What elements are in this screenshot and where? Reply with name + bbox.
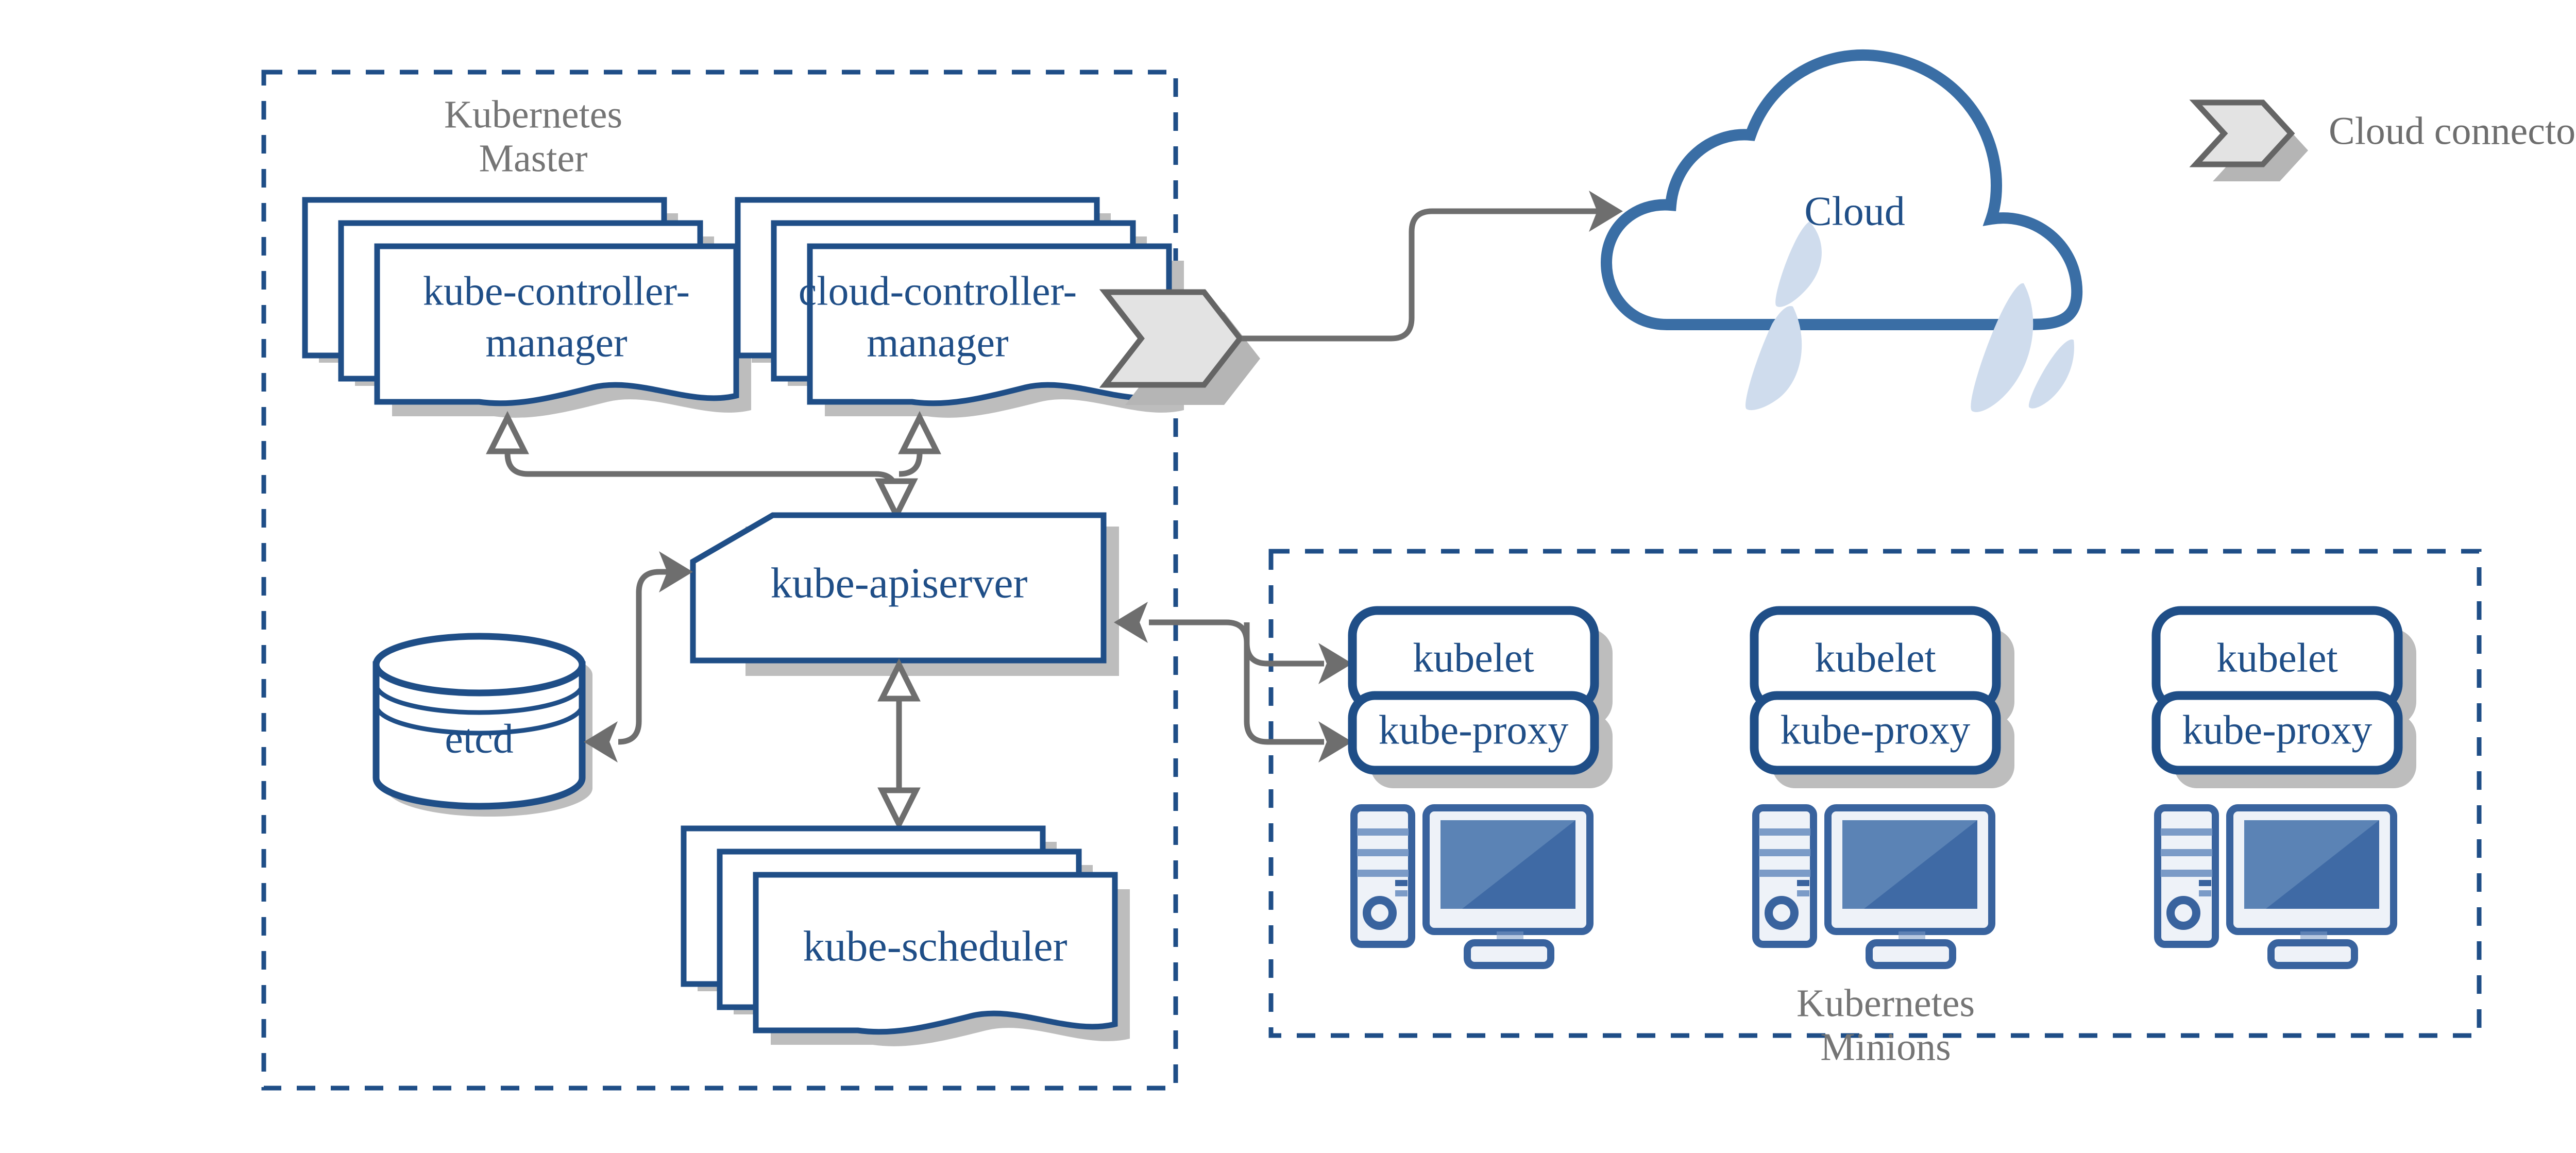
svg-text:Master: Master	[479, 137, 587, 180]
connector-ccm-to-cloud	[1242, 191, 1623, 342]
node-kube-proxy-3[interactable]: kube-proxy	[2151, 691, 2416, 788]
node-kube-controller-manager[interactable]: kube-controller- manager	[302, 197, 751, 418]
minion-node-1: kubelet kube-proxy	[1348, 606, 1613, 969]
svg-text:kubelet: kubelet	[1413, 635, 1534, 681]
desktop-computer-icon-3	[2154, 804, 2397, 969]
connector-etcd-apiserver	[584, 551, 693, 762]
node-kube-scheduler[interactable]: kube-scheduler	[681, 825, 1130, 1046]
minion-node-3: kubelet kube-proxy	[2151, 606, 2416, 969]
legend-cloud-connector-icon	[2189, 99, 2308, 181]
node-kube-apiserver[interactable]: kube-apiserver	[690, 512, 1119, 676]
desktop-computer-icon-1	[1350, 804, 1594, 969]
connector-controllers-to-apiserver	[490, 417, 937, 515]
node-kubelet-3[interactable]: kubelet	[2151, 606, 2416, 726]
desktop-computer-icon-2	[1752, 804, 1995, 969]
svg-text:cloud-controller-: cloud-controller-	[799, 268, 1077, 314]
connector-apiserver-scheduler	[882, 665, 916, 824]
svg-text:Kubernetes: Kubernetes	[1797, 981, 1975, 1025]
legend: Cloud connector	[2189, 99, 2576, 181]
kubernetes-minions-group-box	[1268, 549, 2482, 1038]
svg-text:kube-apiserver: kube-apiserver	[770, 559, 1027, 607]
svg-text:kubelet: kubelet	[1815, 635, 1936, 681]
cloud-shape: Cloud	[1600, 49, 2083, 412]
node-kube-proxy-1[interactable]: kube-proxy	[1348, 691, 1613, 788]
node-etcd[interactable]: etcd	[372, 633, 592, 817]
svg-text:manager: manager	[867, 320, 1008, 365]
svg-text:Kubernetes: Kubernetes	[444, 93, 622, 136]
node-kube-proxy-2[interactable]: kube-proxy	[1750, 691, 2014, 788]
svg-text:kube-proxy: kube-proxy	[1379, 707, 1569, 753]
cloud-connector-chevron-icon	[1099, 289, 1260, 405]
connector-apiserver-to-minions	[1114, 602, 1352, 762]
master-group-label: Kubernetes Master	[444, 93, 622, 180]
svg-text:kube-scheduler: kube-scheduler	[803, 922, 1067, 970]
legend-cloud-connector-label: Cloud connector	[2329, 109, 2576, 152]
minions-group-label: Kubernetes Minions	[1797, 981, 1975, 1069]
kubernetes-master-group-box	[261, 70, 1178, 1091]
svg-text:manager: manager	[485, 320, 627, 365]
svg-text:kube-controller-: kube-controller-	[423, 268, 690, 314]
svg-text:kube-proxy: kube-proxy	[2182, 707, 2372, 753]
svg-text:kubelet: kubelet	[2216, 635, 2337, 681]
minion-node-2: kubelet kube-proxy	[1750, 606, 2014, 969]
svg-text:Cloud: Cloud	[1804, 189, 1905, 234]
svg-text:etcd: etcd	[445, 716, 513, 761]
svg-text:kube-proxy: kube-proxy	[1781, 707, 1971, 753]
svg-text:Minions: Minions	[1820, 1025, 1951, 1069]
